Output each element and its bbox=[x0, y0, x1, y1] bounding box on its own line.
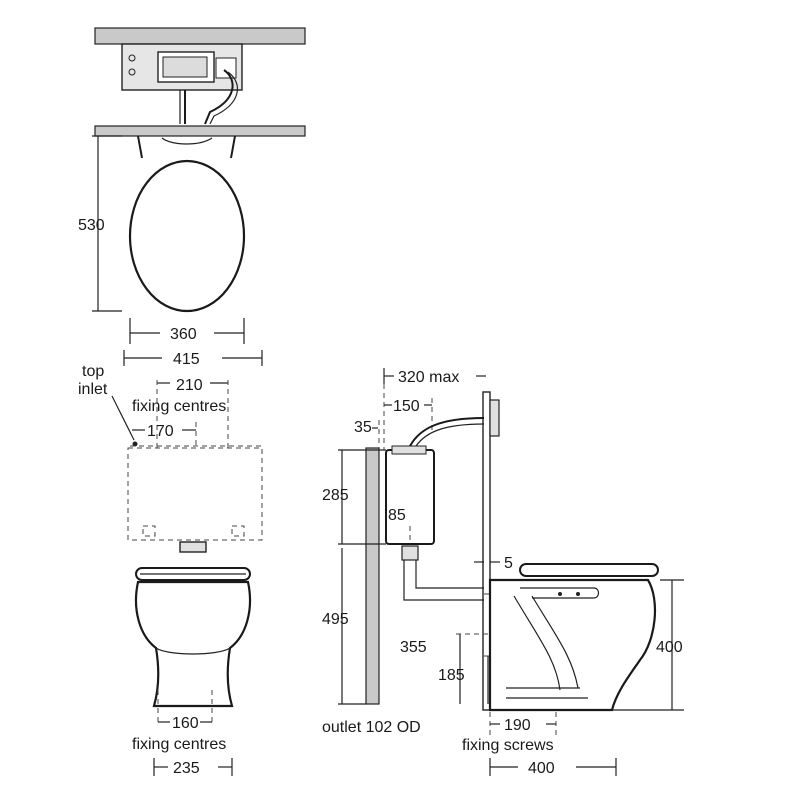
dim-235: 235 bbox=[173, 760, 200, 777]
dim-150: 150 bbox=[393, 398, 420, 415]
plan-wall-bottom bbox=[94, 125, 306, 137]
plan-control-knob-2 bbox=[128, 68, 136, 76]
side-view: 320 max 150 35 285 85 5 bbox=[322, 368, 684, 777]
plan-pipe-right bbox=[204, 69, 234, 125]
side-frame bbox=[482, 391, 491, 711]
dim-210: 210 bbox=[176, 377, 203, 394]
plan-wall-top bbox=[94, 27, 306, 45]
label-inlet: inlet bbox=[78, 381, 108, 398]
front-flush-connector bbox=[179, 541, 207, 553]
dim-5: 5 bbox=[504, 555, 513, 572]
dim-320max: 320 max bbox=[398, 369, 459, 386]
outlet-label: outlet 102 OD bbox=[322, 719, 421, 736]
dim-85: 85 bbox=[388, 507, 406, 524]
plan-view: 530 360 415 bbox=[78, 27, 306, 368]
dim-415: 415 bbox=[173, 351, 200, 368]
side-flush-plate bbox=[489, 399, 500, 437]
side-seat bbox=[519, 563, 659, 577]
dim-185: 185 bbox=[438, 667, 465, 684]
plan-control-window bbox=[162, 56, 208, 78]
dim-400-depth: 400 bbox=[528, 760, 555, 777]
side-flush-pipe bbox=[403, 560, 484, 601]
front-pan bbox=[134, 580, 252, 708]
fixing-centres-bottom: fixing centres bbox=[132, 736, 226, 753]
fixing-centres-top: fixing centres bbox=[132, 398, 226, 415]
side-wall bbox=[365, 447, 380, 705]
dim-190: 190 bbox=[504, 717, 531, 734]
plan-seat bbox=[128, 159, 246, 313]
dim-495: 495 bbox=[322, 611, 349, 628]
label-top: top bbox=[82, 363, 104, 380]
inlet-leader bbox=[111, 395, 135, 441]
plan-control-knob bbox=[128, 54, 136, 62]
dim-355: 355 bbox=[400, 639, 427, 656]
fixing-screws: fixing screws bbox=[462, 737, 554, 754]
dim-530: 530 bbox=[78, 217, 105, 234]
inlet-point bbox=[132, 441, 138, 447]
side-pipe bbox=[409, 417, 485, 447]
plan-pipe-right-2 bbox=[209, 71, 238, 125]
dim-285: 285 bbox=[322, 487, 349, 504]
side-pan bbox=[488, 578, 657, 712]
dim-160: 160 bbox=[172, 715, 199, 732]
plan-seat-hinge bbox=[161, 137, 213, 145]
dim-170: 170 bbox=[147, 423, 174, 440]
dim-35: 35 bbox=[354, 419, 372, 436]
dim-400-height: 400 bbox=[656, 639, 683, 656]
dim-360: 360 bbox=[170, 326, 197, 343]
side-trap bbox=[506, 595, 588, 699]
plan-control-slot bbox=[215, 57, 237, 79]
front-cistern-hidden bbox=[127, 447, 263, 541]
front-view: top inlet 210 fixing centres 170 bbox=[78, 363, 263, 777]
plan-pan-outline bbox=[137, 135, 236, 159]
